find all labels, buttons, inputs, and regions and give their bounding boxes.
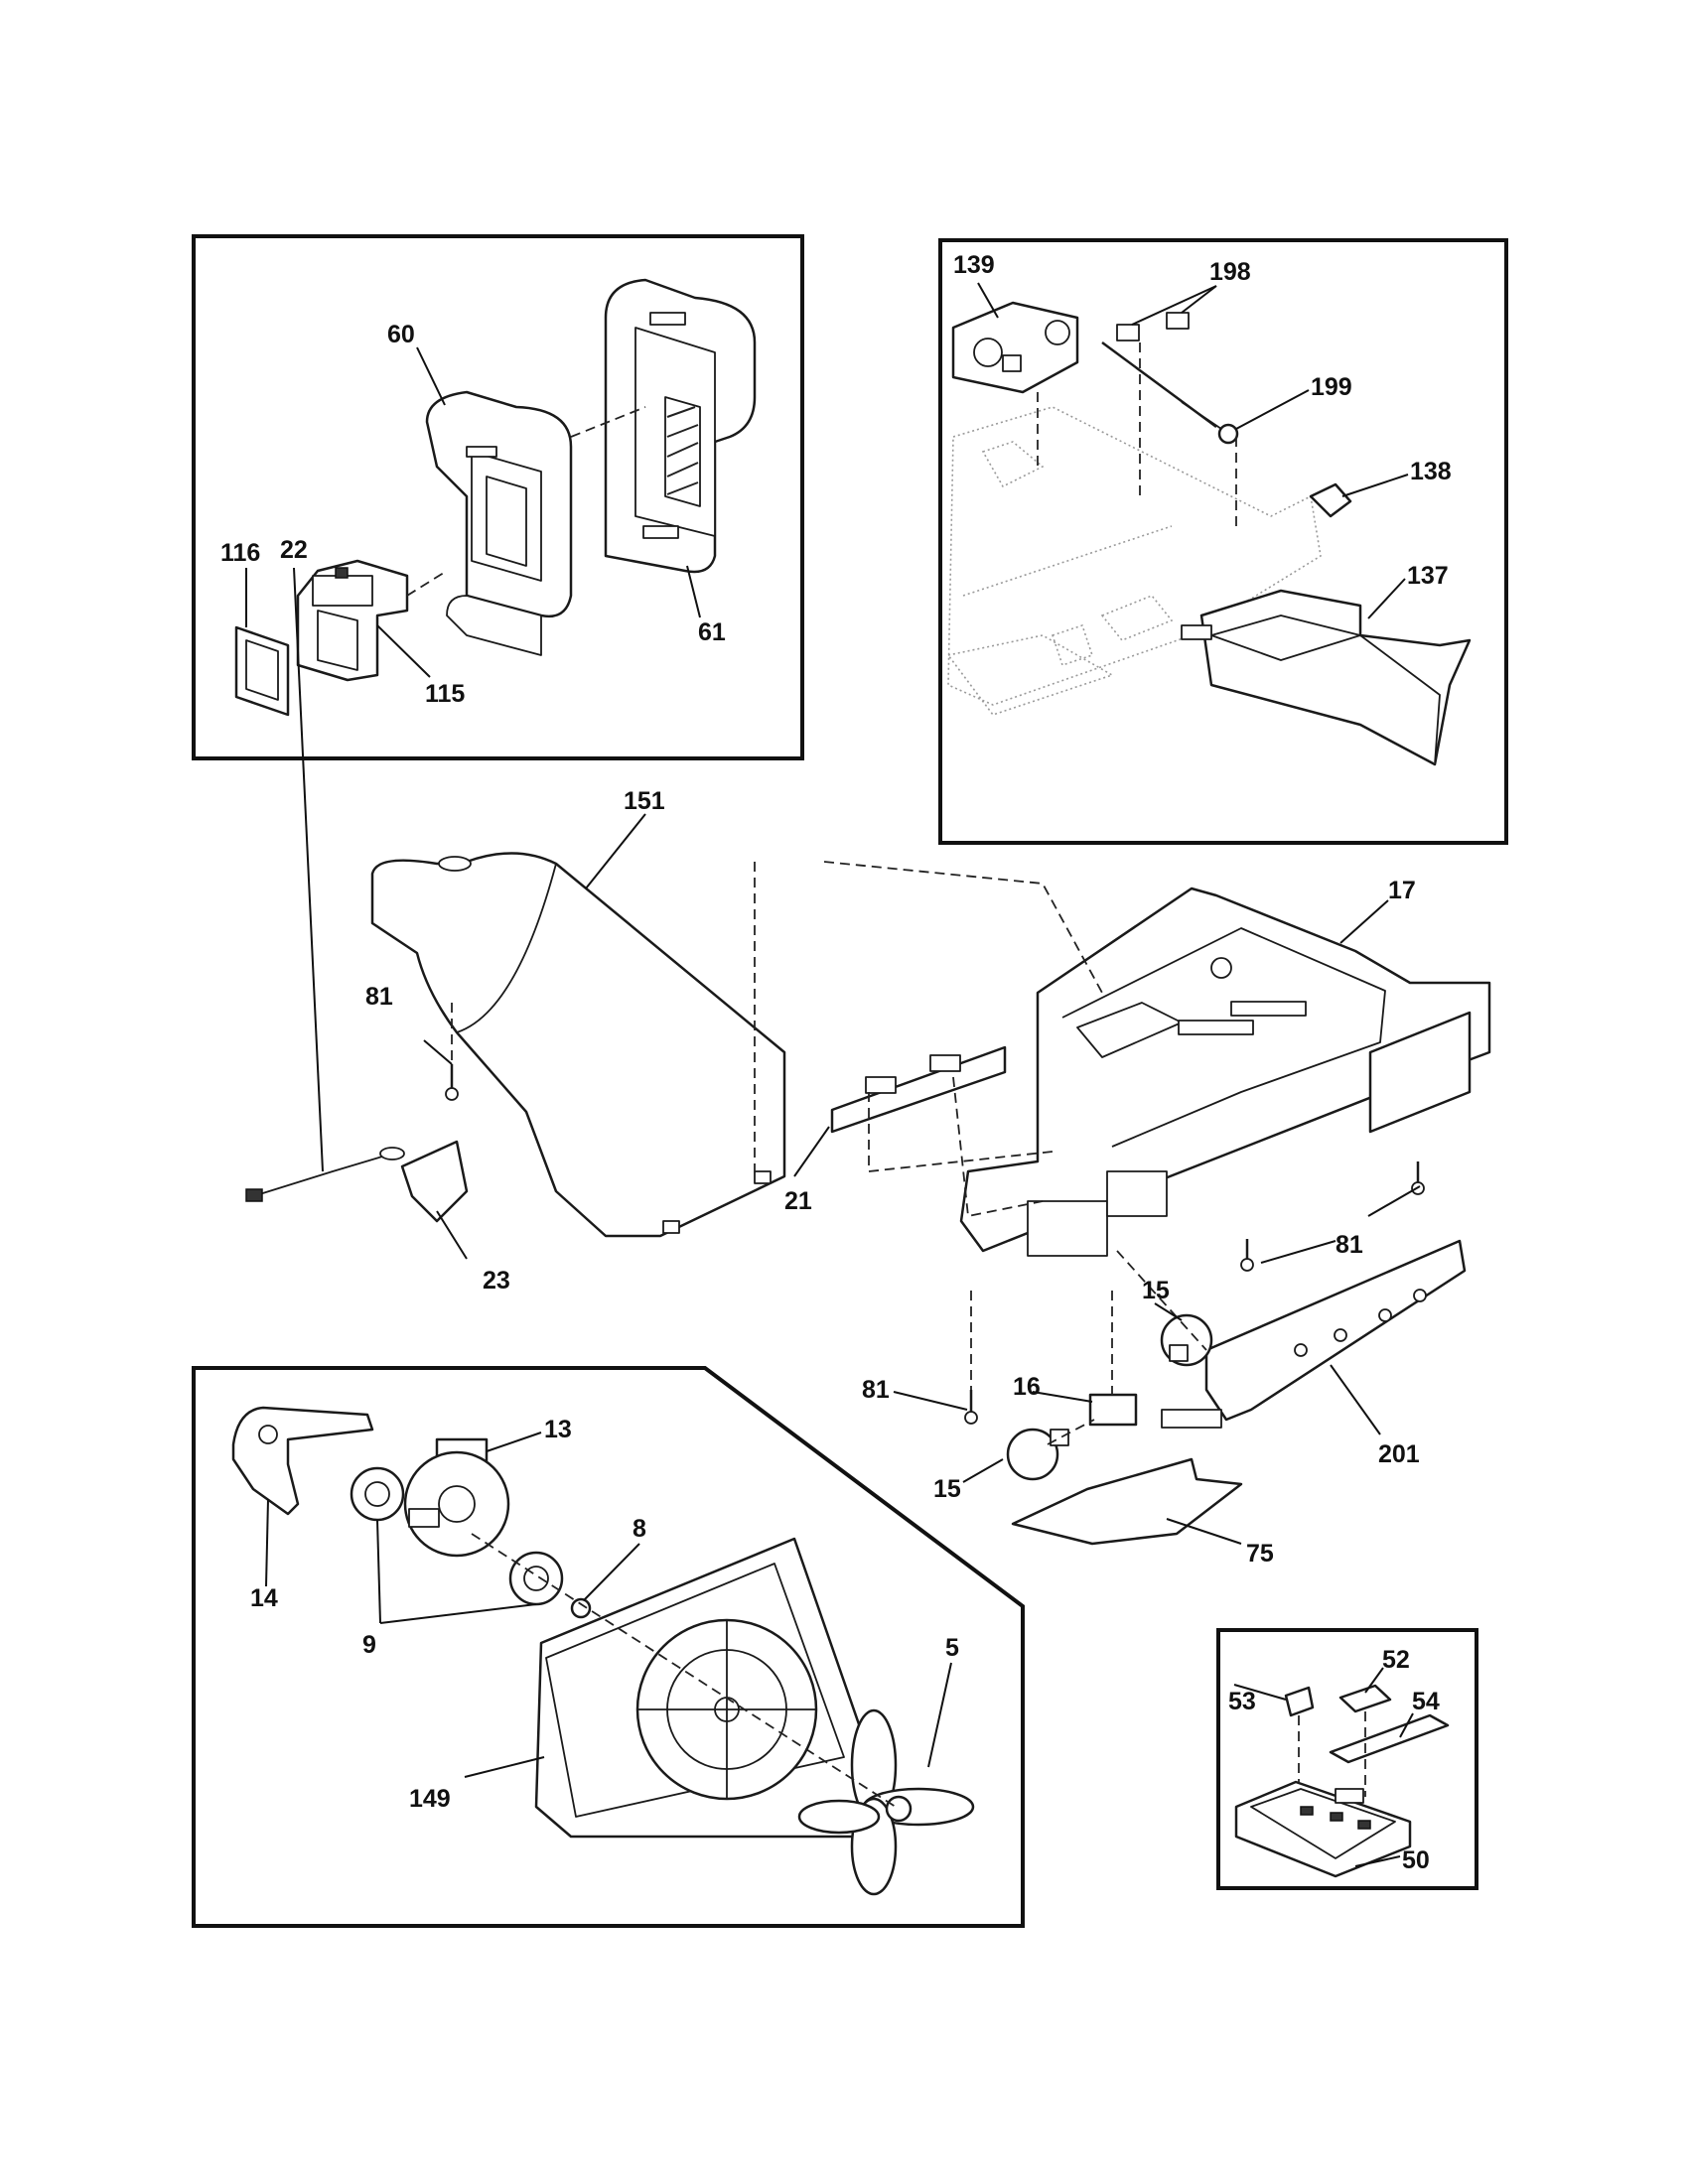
assembly-line-board-a [868, 1092, 1054, 1173]
callout-138: 138 [1410, 458, 1452, 485]
callout-61: 61 [698, 618, 726, 646]
callout-137: 137 [1407, 562, 1449, 590]
inset-frame-top-left [192, 234, 804, 760]
screw-81-mid [1240, 1239, 1254, 1272]
callout-52: 52 [1382, 1646, 1410, 1674]
callout-15-upper: 15 [1142, 1277, 1170, 1304]
bulb-15-lower [1006, 1428, 1069, 1481]
rail-54 [1329, 1713, 1450, 1764]
callout-81-left: 81 [365, 983, 393, 1011]
assembly-line-duct [570, 406, 646, 438]
grommet-9-front [508, 1551, 564, 1606]
panel-201 [1161, 1239, 1467, 1429]
callout-81-right: 81 [1336, 1231, 1363, 1259]
damper-motor-115 [296, 559, 409, 682]
callout-81-bottom: 81 [862, 1376, 890, 1404]
callout-75: 75 [1246, 1540, 1274, 1568]
callout-16: 16 [1013, 1373, 1041, 1401]
ghost-housing [946, 406, 1322, 716]
fan-blade-5 [797, 1708, 975, 1896]
callout-198: 198 [1209, 258, 1251, 286]
callout-201: 201 [1378, 1440, 1420, 1468]
shroud-149 [534, 1537, 876, 1839]
callout-53: 53 [1228, 1688, 1256, 1715]
callout-17: 17 [1388, 877, 1416, 904]
inset-frame-bottom-left [192, 1366, 1025, 1928]
callout-139: 139 [953, 251, 995, 279]
callout-9: 9 [362, 1631, 376, 1659]
harness-199 [1101, 341, 1239, 445]
assembly-line-damper [406, 570, 448, 597]
callout-22: 22 [280, 536, 308, 564]
fan-motor-13 [403, 1437, 510, 1558]
callout-21: 21 [784, 1187, 812, 1215]
bracket-52 [1338, 1684, 1392, 1713]
screw-81-left [445, 1064, 459, 1101]
callout-54: 54 [1412, 1688, 1440, 1715]
callout-8: 8 [633, 1515, 646, 1543]
assembly-line-top [823, 861, 1103, 994]
callout-15-lower: 15 [933, 1475, 961, 1503]
inset-frame-top-right [938, 238, 1508, 845]
clip-198 [1116, 312, 1190, 341]
switch-block-139 [951, 301, 1079, 394]
tray-50 [1234, 1780, 1412, 1878]
assembly-line-bulb [1047, 1419, 1095, 1445]
control-board-21 [830, 1045, 1007, 1134]
callout-23: 23 [483, 1267, 510, 1295]
callout-115: 115 [425, 680, 465, 708]
gasket-116 [234, 625, 290, 717]
callout-50: 50 [1402, 1846, 1430, 1874]
bracket-138 [1309, 482, 1352, 518]
cover-75 [1011, 1457, 1243, 1546]
inset-frame-bottom-right [1216, 1628, 1478, 1890]
callouts: 139 198 199 138 137 60 61 116 115 151 17… [220, 251, 1452, 1874]
washer-8 [570, 1597, 592, 1619]
callout-151: 151 [624, 787, 665, 815]
callout-149: 149 [409, 1785, 451, 1813]
shroud-61 [604, 278, 757, 574]
grommet-9-rear [350, 1466, 405, 1522]
duct-60 [425, 390, 573, 656]
callout-13: 13 [544, 1416, 572, 1443]
callout-199: 199 [1311, 373, 1352, 401]
light-socket-16 [1088, 1393, 1138, 1427]
lens-23 [400, 1140, 469, 1223]
bracket-14 [231, 1406, 374, 1516]
harness-22 [245, 1147, 405, 1202]
bulb-15-upper [1160, 1313, 1213, 1367]
callout-60: 60 [387, 321, 415, 348]
dispenser-housing-17 [959, 887, 1491, 1257]
assembly-line-panel [1116, 1250, 1207, 1351]
leader-lines [245, 282, 1421, 1867]
callout-14: 14 [250, 1584, 278, 1612]
cover-151 [370, 852, 786, 1238]
callout-5: 5 [945, 1634, 959, 1662]
actuator-137 [1181, 589, 1472, 766]
clip-53 [1284, 1686, 1315, 1717]
screw-81-bottom [964, 1390, 978, 1425]
callout-116: 116 [220, 539, 260, 567]
assembly-line-fan [471, 1533, 900, 1810]
